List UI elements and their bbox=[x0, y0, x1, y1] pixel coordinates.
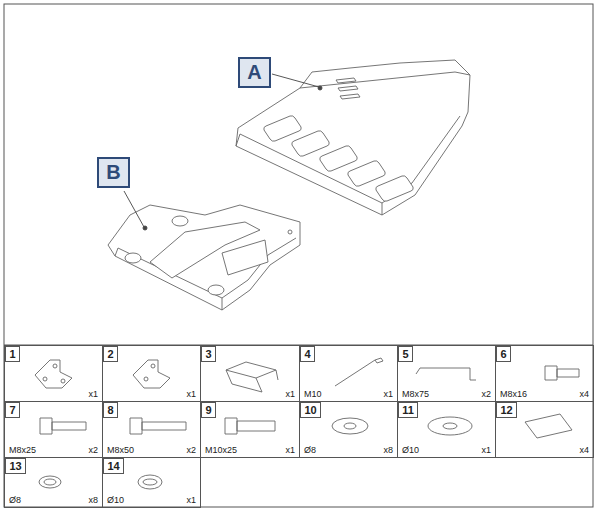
size-label: M10x25 bbox=[205, 445, 237, 455]
parts-cell: x1 3 bbox=[200, 345, 300, 402]
size-label: Ø8 bbox=[304, 445, 316, 455]
callout-text: 14 bbox=[107, 460, 119, 472]
size-label: M8x75 bbox=[402, 389, 429, 399]
callout-number: 9 bbox=[201, 402, 216, 418]
parts-cell: Ø8 x8 10 bbox=[299, 401, 398, 458]
callout-text: 5 bbox=[402, 348, 408, 360]
callout-text: 9 bbox=[205, 404, 211, 416]
size-label: Ø10 bbox=[402, 445, 419, 455]
callout-number: 3 bbox=[201, 346, 216, 362]
size-label: Ø8 bbox=[9, 495, 21, 505]
parts-cell: x1 1 bbox=[4, 345, 103, 402]
parts-cell: M10x25 x1 9 bbox=[200, 401, 300, 458]
size-label: M8x16 bbox=[500, 389, 527, 399]
quantity-label: x4 bbox=[579, 445, 589, 455]
callout-text: 10 bbox=[304, 404, 316, 416]
callout-number: 13 bbox=[5, 458, 26, 474]
callout-letter: B bbox=[97, 157, 130, 188]
size-label: M8x25 bbox=[9, 445, 36, 455]
parts-cell: Ø10 x1 14 bbox=[102, 457, 201, 508]
frame bbox=[4, 4, 593, 507]
size-label: M8x50 bbox=[107, 445, 134, 455]
size-label: M10 bbox=[304, 389, 322, 399]
quantity-label: x2 bbox=[186, 445, 196, 455]
callout-text: 8 bbox=[107, 404, 113, 416]
parts-cell: M10 x1 4 bbox=[299, 345, 398, 402]
quantity-label: x1 bbox=[383, 389, 393, 399]
parts-cell: M8x75 x2 5 bbox=[397, 345, 496, 402]
part-icons bbox=[35, 358, 579, 489]
parts-cell: M8x25 x2 7 bbox=[4, 401, 103, 458]
parts-cell: Ø8 x8 13 bbox=[4, 457, 103, 508]
parts-cell: Ø10 x1 11 bbox=[397, 401, 496, 458]
quantity-label: x1 bbox=[285, 445, 295, 455]
callout-number: 11 bbox=[398, 402, 418, 418]
callout-number: 8 bbox=[103, 402, 118, 418]
callout-number: 2 bbox=[103, 346, 118, 362]
quantity-label: x1 bbox=[481, 445, 491, 455]
leader-lines bbox=[124, 74, 322, 230]
callout-text: 6 bbox=[500, 348, 506, 360]
parts-cell: M8x16 x4 6 bbox=[495, 345, 594, 402]
callout-letter: A bbox=[238, 57, 271, 88]
parts-cell: x4 12 bbox=[495, 401, 594, 458]
callout-number: 7 bbox=[5, 402, 20, 418]
callout-text: 4 bbox=[304, 348, 310, 360]
callout-number: 14 bbox=[103, 458, 124, 474]
callout-text: 3 bbox=[205, 348, 211, 360]
callout-number: 4 bbox=[300, 346, 315, 362]
callout-text: 2 bbox=[107, 348, 113, 360]
callout-text: 12 bbox=[500, 404, 512, 416]
quantity-label: x1 bbox=[285, 389, 295, 399]
callout-text: 13 bbox=[9, 460, 21, 472]
callout-text: B bbox=[106, 161, 120, 184]
skid-plate-b bbox=[108, 205, 300, 310]
callout-text: 1 bbox=[9, 348, 15, 360]
quantity-label: x1 bbox=[186, 495, 196, 505]
size-label: Ø10 bbox=[107, 495, 124, 505]
quantity-label: x1 bbox=[88, 389, 98, 399]
callout-number: 5 bbox=[398, 346, 413, 362]
callout-text: A bbox=[247, 61, 261, 84]
parts-cell: x1 2 bbox=[102, 345, 201, 402]
parts-cell: M8x50 x2 8 bbox=[102, 401, 201, 458]
quantity-label: x1 bbox=[186, 389, 196, 399]
callout-number: 10 bbox=[300, 402, 321, 418]
quantity-label: x4 bbox=[579, 389, 589, 399]
callout-text: 7 bbox=[9, 404, 15, 416]
callout-number: 6 bbox=[496, 346, 511, 362]
quantity-label: x2 bbox=[88, 445, 98, 455]
callout-number: 1 bbox=[5, 346, 20, 362]
callout-text: 11 bbox=[402, 404, 414, 416]
quantity-label: x8 bbox=[88, 495, 98, 505]
skid-plate-a bbox=[236, 60, 470, 215]
quantity-label: x2 bbox=[481, 389, 491, 399]
quantity-label: x8 bbox=[383, 445, 393, 455]
callout-number: 12 bbox=[496, 402, 517, 418]
